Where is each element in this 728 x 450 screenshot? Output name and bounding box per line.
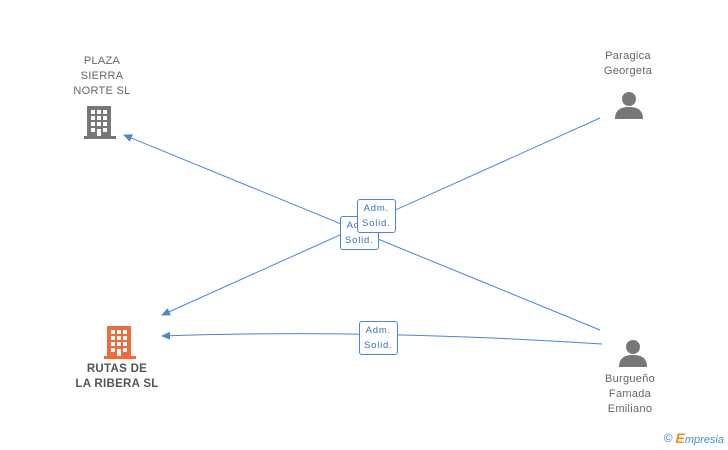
node-label-burgueno: Burgueño Famada Emiliano bbox=[580, 372, 680, 417]
brand-initial: E bbox=[675, 430, 685, 446]
node-label-plaza: PLAZA SIERRA NORTE SL bbox=[52, 54, 152, 99]
node-label-line: Famada bbox=[608, 388, 652, 400]
node-label-line: Burgueño bbox=[604, 373, 656, 385]
edge-label-line: Adm. bbox=[363, 203, 389, 214]
copyright-symbol: © bbox=[663, 431, 673, 445]
node-label-line: Paragica bbox=[605, 50, 651, 62]
edge-label-adm-solid[interactable]: Adm. Solid. bbox=[357, 199, 396, 233]
empresia-footer[interactable]: © Empresia bbox=[664, 430, 724, 446]
edge-label-line: Solid. bbox=[364, 340, 393, 351]
node-label-line: Emiliano bbox=[607, 403, 653, 415]
person-icon[interactable] bbox=[614, 90, 644, 120]
node-label-line: NORTE SL bbox=[73, 85, 131, 97]
building-icon[interactable] bbox=[104, 324, 136, 360]
empresia-logo: Empresia bbox=[676, 430, 724, 446]
node-label-line: Georgeta bbox=[603, 65, 653, 77]
edge-burgueno-to-rutas bbox=[161, 331, 603, 345]
node-label-line: LA RIBERA SL bbox=[75, 378, 159, 390]
brand-name: mpresia bbox=[684, 434, 724, 446]
node-label-line: SIERRA bbox=[80, 70, 124, 82]
node-label-line: PLAZA bbox=[83, 55, 121, 67]
building-icon[interactable] bbox=[84, 104, 116, 140]
person-icon[interactable] bbox=[618, 338, 648, 368]
edge-label-line: Adm. bbox=[365, 325, 391, 336]
edge-label-line: Solid. bbox=[362, 218, 391, 229]
node-label-line: RUTAS DE bbox=[86, 363, 148, 375]
node-label-paragica: Paragica Georgeta bbox=[578, 49, 678, 79]
node-label-rutas: RUTAS DE LA RIBERA SL bbox=[52, 362, 182, 392]
edge-label-adm-solid[interactable]: Adm. Solid. bbox=[359, 321, 398, 355]
edge-label-line: Solid. bbox=[345, 235, 374, 246]
